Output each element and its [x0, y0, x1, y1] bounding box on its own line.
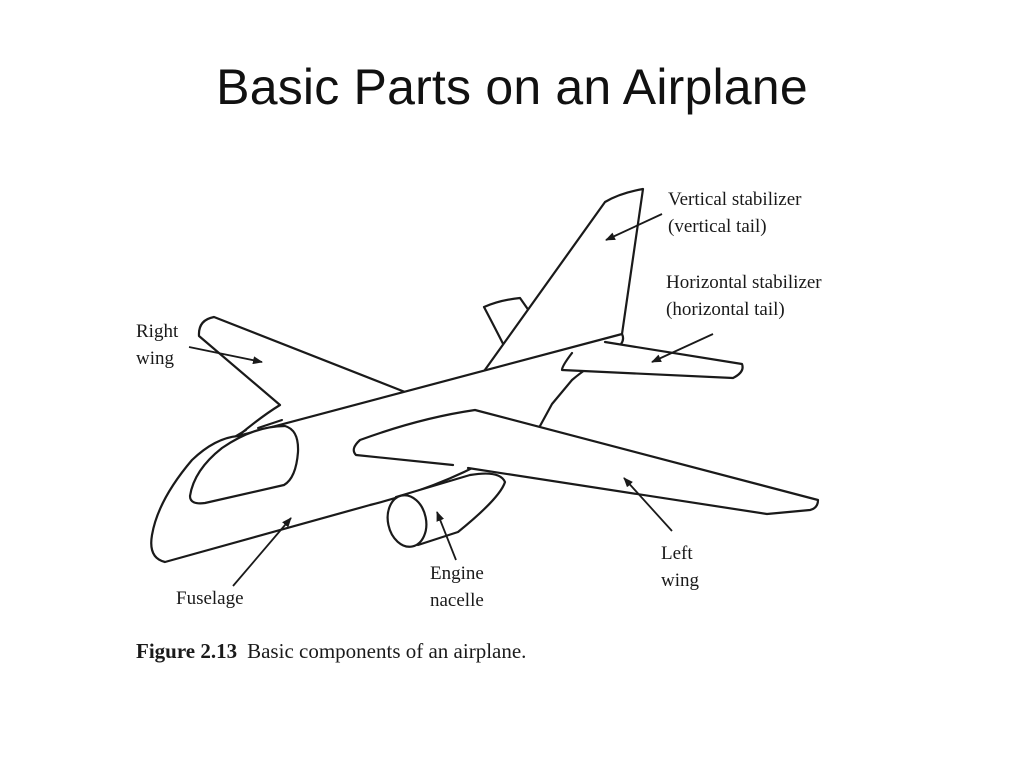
figure-number: Figure 2.13 — [136, 639, 238, 663]
arrow-left-wing — [623, 477, 673, 532]
label-vertical-stabilizer: Vertical stabilizer (vertical tail) — [668, 186, 801, 240]
slide-title: Basic Parts on an Airplane — [216, 59, 808, 115]
label-engine-line1: Engine — [430, 563, 484, 584]
arrow-vertical-stabilizer — [605, 213, 663, 241]
label-right-wing-line2: wing — [136, 348, 174, 369]
label-left-wing: Left wing — [661, 540, 699, 594]
label-engine-nacelle: Engine nacelle — [430, 560, 484, 614]
vertical-stabilizer — [480, 187, 645, 376]
label-vertical-stabilizer-line2: (vertical tail) — [668, 216, 767, 237]
arrow-horizontal-stabilizer — [651, 333, 714, 363]
figure-caption-text: Basic components of an airplane. — [247, 639, 527, 663]
label-fuselage: Fuselage — [176, 588, 244, 609]
label-horizontal-stabilizer-line1: Horizontal stabilizer — [666, 272, 822, 293]
label-right-wing: Right wing — [136, 318, 178, 372]
arrow-engine-nacelle — [436, 511, 457, 561]
label-left-wing-line2: wing — [661, 570, 699, 591]
label-engine-line2: nacelle — [430, 590, 484, 611]
label-right-wing-line1: Right — [136, 321, 179, 342]
label-left-wing-line1: Left — [661, 543, 693, 564]
label-vertical-stabilizer-line1: Vertical stabilizer — [668, 189, 802, 210]
arrow-fuselage — [232, 517, 292, 587]
figure-caption: Figure 2.13 Basic components of an airpla… — [136, 639, 526, 664]
left-wing — [352, 408, 820, 516]
horizontal-stabilizer — [560, 340, 744, 380]
right-wing — [197, 315, 407, 438]
label-horizontal-stabilizer-line2: (horizontal tail) — [666, 299, 785, 320]
label-horizontal-stabilizer: Horizontal stabilizer (horizontal tail) — [666, 269, 822, 323]
cockpit-canopy — [188, 424, 300, 505]
engine-inlet — [386, 494, 428, 548]
arrow-right-wing — [188, 346, 263, 365]
